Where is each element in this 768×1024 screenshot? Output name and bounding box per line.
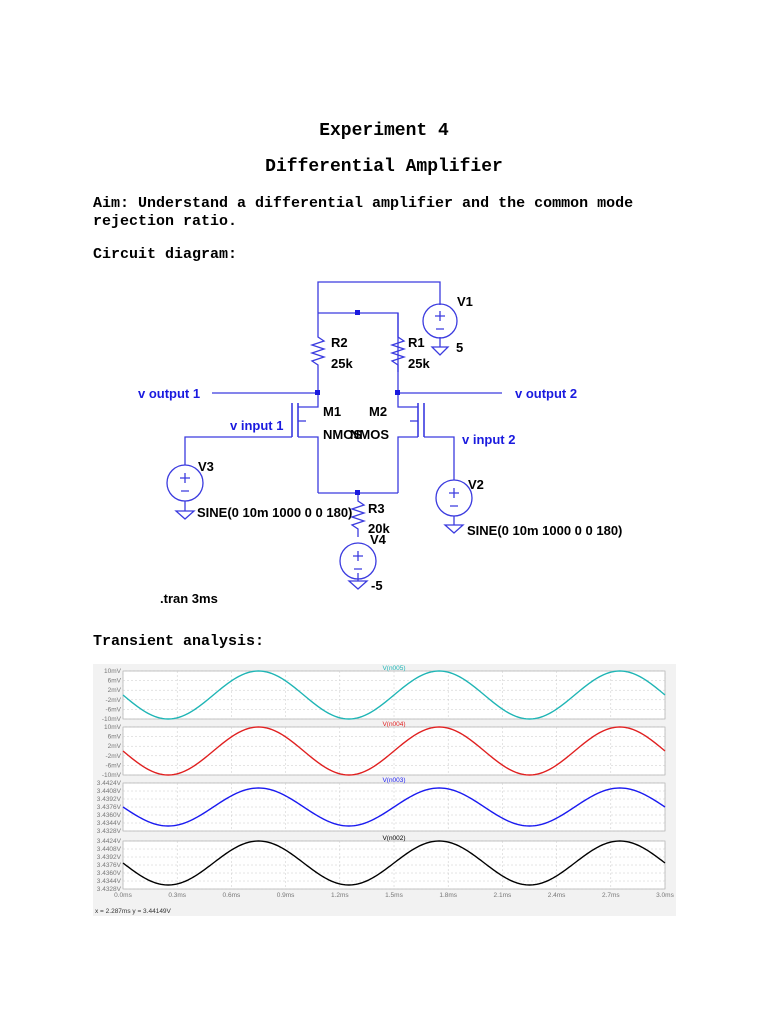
y-tick-label: 6mV (108, 678, 122, 685)
x-tick-label: 1.2ms (331, 892, 349, 899)
y-tick-label: 3.4328V (97, 828, 122, 835)
y-tick-label: -6mV (105, 762, 121, 769)
net-label-output-2: v output 2 (515, 386, 577, 401)
r2-value: 25k (331, 356, 353, 371)
resistor-r1 (389, 335, 407, 393)
r3-value: 20k (368, 521, 390, 536)
transient-waveform-plot: 10mV 6mV 2mV -2mV -6mV -10mV V(n005) 10mV 6mV 2mV… (93, 664, 676, 916)
y-tick-label: -6mV (105, 706, 121, 713)
net-label-output-1: v output 1 (138, 386, 200, 401)
y-tick-label: 3.4376V (97, 804, 122, 811)
trace-line (122, 726, 666, 776)
y-tick-label: 3.4408V (97, 788, 122, 795)
y-tick-label: 3.4328V (97, 886, 122, 893)
net-label-input-2: v input 2 (462, 432, 515, 447)
m1-model: NMOS (323, 427, 362, 442)
r1-label: R1 (408, 335, 425, 350)
source-v2 (435, 479, 473, 534)
x-tick-label: 1.8ms (439, 892, 457, 899)
y-tick-label: -2mV (105, 753, 121, 760)
experiment-title: Differential Amplifier (265, 157, 503, 177)
tran-directive: .tran 3ms (160, 591, 218, 606)
r2-label: R2 (331, 335, 348, 350)
x-tick-label: 0.9ms (277, 892, 295, 899)
y-tick-label: 3.4360V (97, 812, 122, 819)
y-tick-label: -10mV (102, 716, 122, 723)
resistor-r3 (349, 493, 367, 537)
y-tick-label: 10mV (104, 668, 122, 675)
y-tick-label: 3.4392V (97, 796, 122, 803)
v2-label: V2 (468, 477, 484, 492)
x-tick-label: 0.3ms (168, 892, 186, 899)
v1-label: V1 (457, 294, 473, 309)
source-v4 (339, 542, 377, 590)
v3-value: SINE(0 10m 1000 0 0 180) (197, 505, 352, 520)
trace-title: V(n004) (382, 721, 405, 728)
x-tick-label: 2.4ms (548, 892, 566, 899)
r3-label: R3 (368, 501, 385, 516)
y-tick-label: 3.4360V (97, 870, 122, 877)
circuit-diagram-label: Circuit diagram: (93, 246, 238, 263)
y-tick-label: -10mV (102, 772, 122, 779)
trace-line (122, 670, 666, 720)
trace-title: V(n005) (382, 665, 405, 672)
source-v3 (166, 464, 204, 520)
m2-model: NMOS (350, 427, 389, 442)
y-tick-label: 3.4392V (97, 854, 122, 861)
trace-line (122, 840, 666, 886)
y-tick-label: 6mV (108, 734, 122, 741)
schematic-wires (184, 281, 502, 581)
y-tick-label: 3.4424V (97, 838, 122, 845)
m2-label: M2 (369, 404, 387, 419)
waveform-panel-3: 3.4424V3.4408V3.4392V3.4376V3.4360V3.434… (97, 777, 666, 835)
x-tick-label: 2.1ms (494, 892, 512, 899)
net-label-input-1: v input 1 (230, 418, 283, 433)
y-tick-label: 3.4376V (97, 862, 122, 869)
trace-title: V(n003) (382, 777, 405, 784)
x-tick-label: 2.7ms (602, 892, 620, 899)
source-v1 (422, 303, 458, 356)
v2-value: SINE(0 10m 1000 0 0 180) (467, 523, 622, 538)
y-tick-label: 10mV (104, 724, 122, 731)
x-tick-label: 3.0ms (656, 892, 674, 899)
x-tick-label: 0.6ms (223, 892, 241, 899)
waveform-panel-4: 3.4424V3.4408V3.4392V3.4376V3.4360V3.434… (97, 835, 666, 893)
waveform-panel-2: 10mV 6mV 2mV -2mV -6mV -10mV V(n004) (102, 721, 666, 779)
circuit-schematic: V1 5 R2 25k R1 25k M1 M2 NMOS NMOS V3 SI… (138, 281, 622, 606)
v4-label: V4 (370, 532, 387, 547)
experiment-number: Experiment 4 (319, 121, 449, 141)
r1-value: 25k (408, 356, 430, 371)
trace-line (122, 787, 666, 827)
v3-label: V3 (198, 459, 214, 474)
y-tick-label: 3.4344V (97, 878, 122, 885)
transient-analysis-label: Transient analysis: (93, 633, 265, 650)
y-tick-label: 2mV (108, 743, 122, 750)
m1-label: M1 (323, 404, 341, 419)
waveform-panel-1: 10mV 6mV 2mV -2mV -6mV -10mV V(n005) (102, 665, 666, 723)
cursor-readout: x = 2.287ms y = 3.44149V (95, 908, 172, 915)
y-tick-label: -2mV (105, 697, 121, 704)
resistor-r2 (309, 335, 327, 393)
x-tick-label: 0.0ms (114, 892, 132, 899)
y-tick-label: 3.4408V (97, 846, 122, 853)
v4-value: -5 (371, 578, 383, 593)
junction-dots (315, 310, 400, 495)
x-tick-label: 1.5ms (385, 892, 403, 899)
y-tick-label: 3.4344V (97, 820, 122, 827)
y-tick-label: 2mV (108, 687, 122, 694)
trace-title: V(n002) (382, 835, 405, 842)
y-tick-label: 3.4424V (97, 780, 122, 787)
v1-value: 5 (456, 340, 463, 355)
aim-paragraph: Aim: Understand a differential amplifier… (93, 195, 634, 230)
